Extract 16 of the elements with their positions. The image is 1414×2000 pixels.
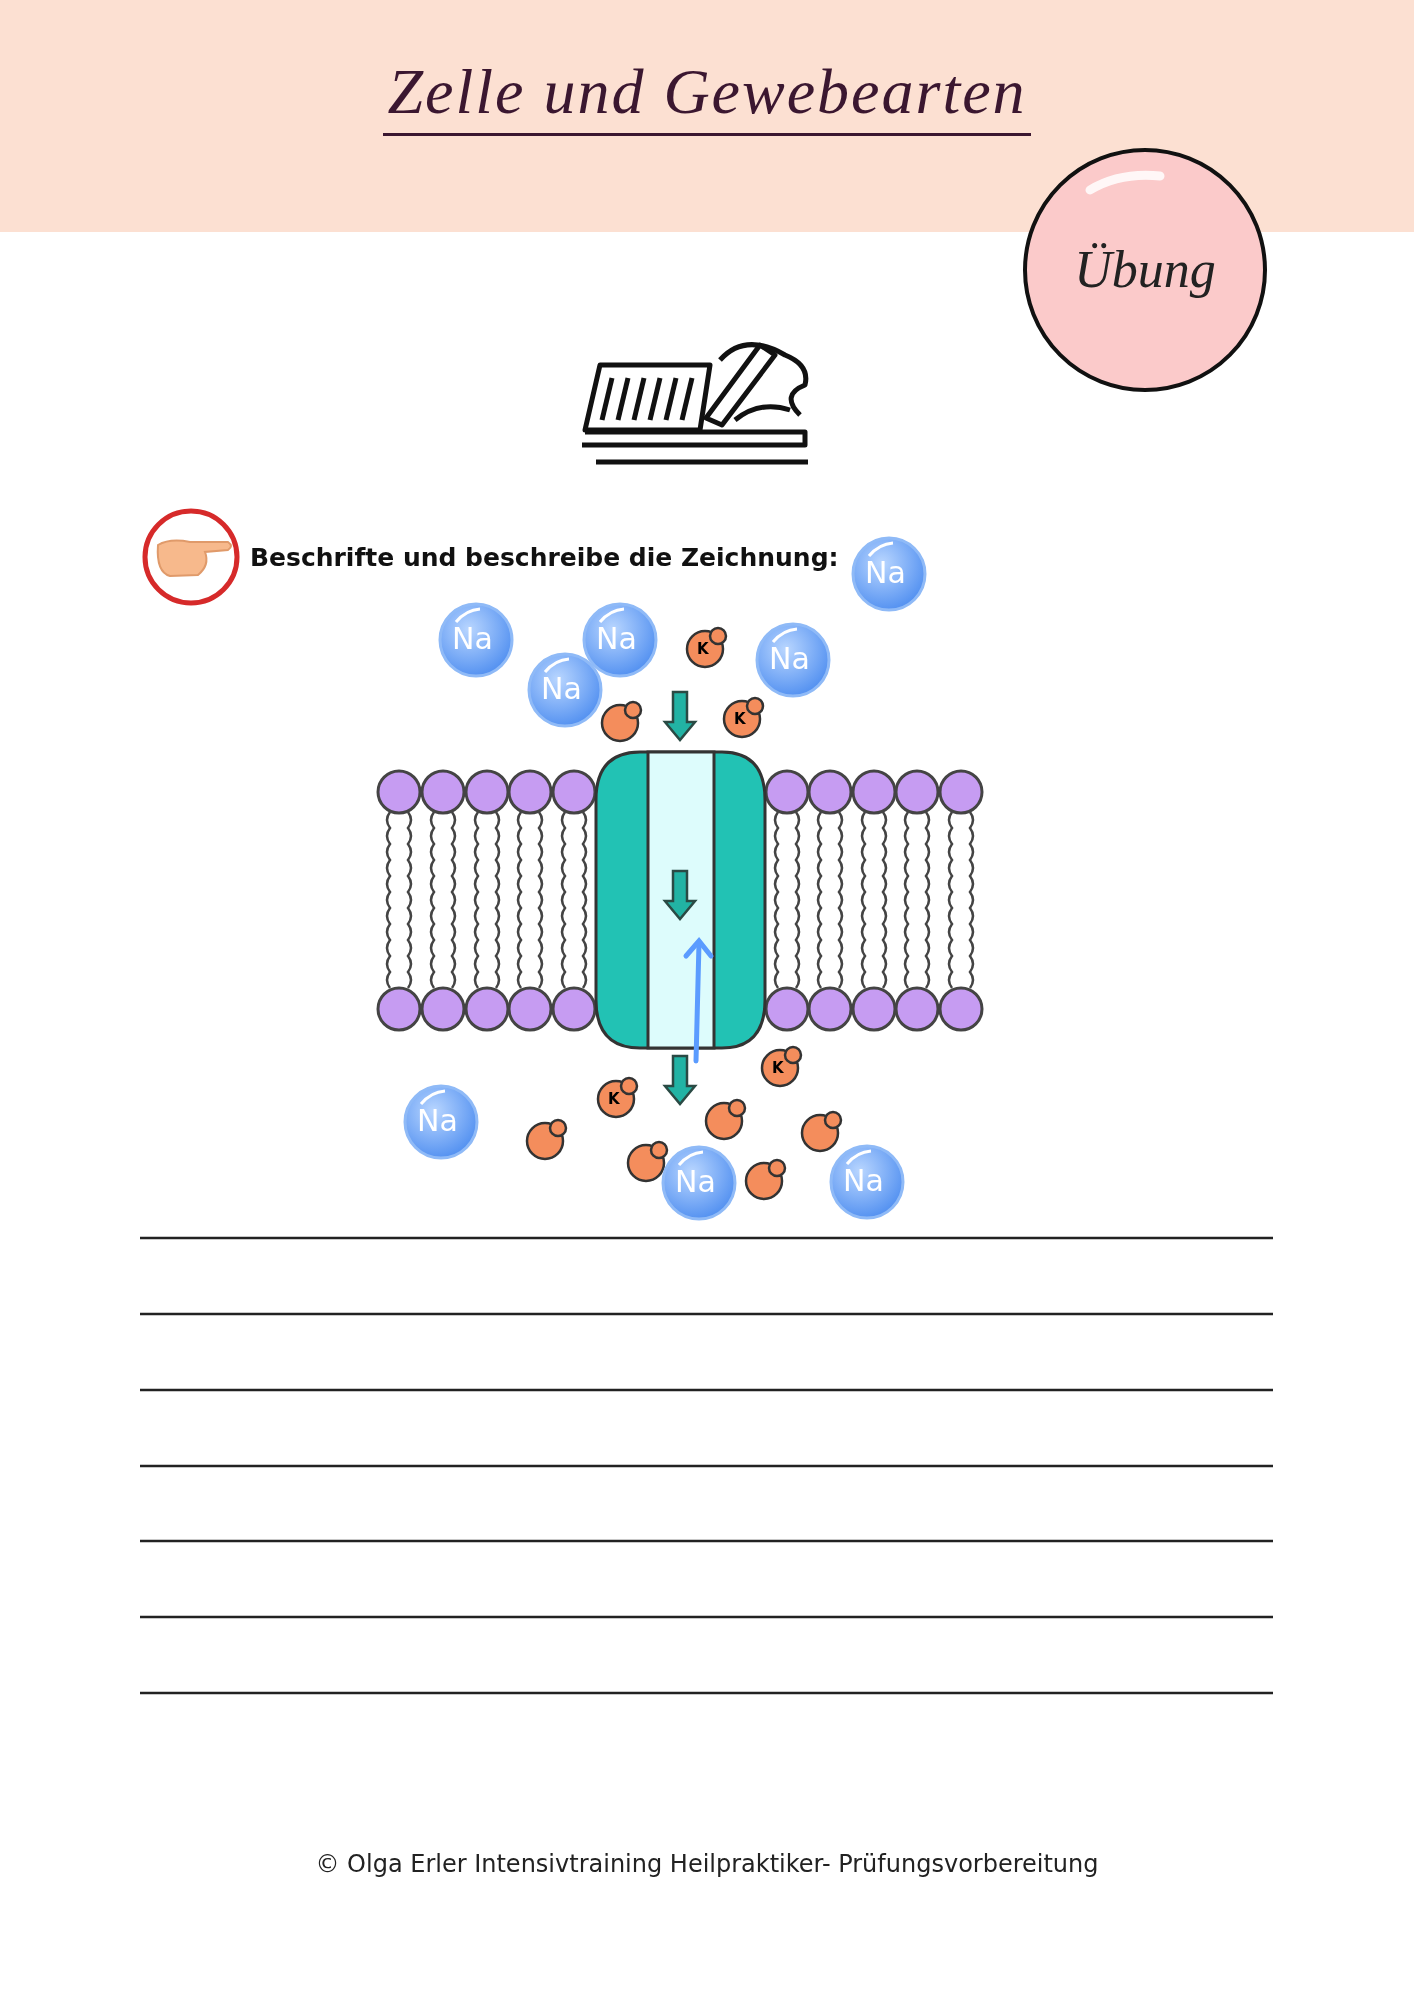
footer-text: © Olga Erler Intensivtraining Heilpraktiker- Prüfungsvorbereitung (314, 1850, 1100, 1878)
ion-label: K (734, 711, 746, 728)
badge-text: Übung (1073, 240, 1217, 300)
page-title: Zelle und Gewebearten (383, 56, 1031, 136)
instruction-text: Beschrifte und beschreibe die Zeichnung: (250, 543, 839, 573)
ion-label: Na (769, 642, 810, 676)
ion-label: K (697, 641, 709, 658)
ion-label: K (608, 1091, 620, 1108)
ion-label: Na (596, 622, 637, 656)
ion-label: Na (843, 1164, 884, 1198)
ion-label: Na (417, 1104, 458, 1138)
ion-label: Na (452, 622, 493, 656)
ion-label: Na (675, 1165, 716, 1199)
ion-label: Na (541, 672, 582, 706)
ion-label: K (772, 1060, 784, 1077)
ion-label: Na (865, 556, 906, 590)
